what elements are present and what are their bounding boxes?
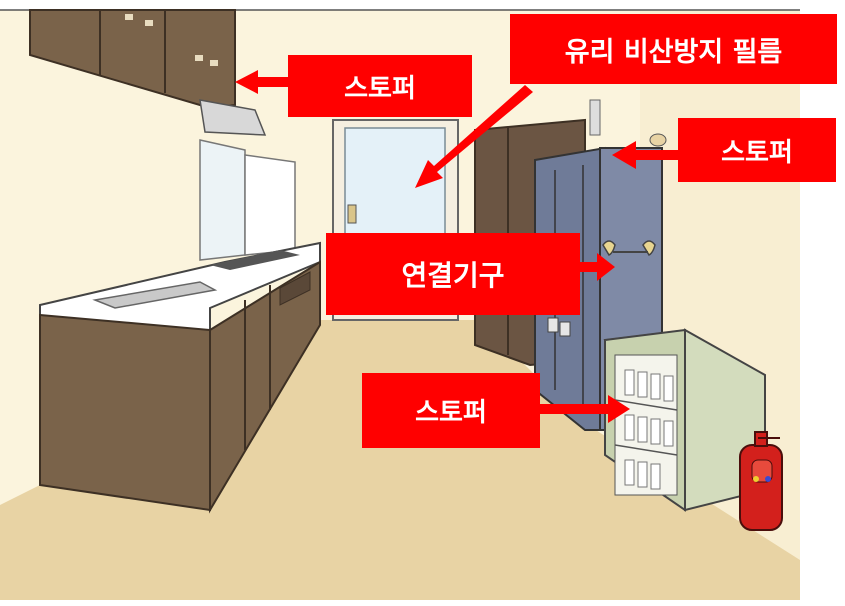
shelf-unit: [603, 328, 766, 512]
label-stopper-fridge: 스토퍼: [678, 118, 836, 182]
kitchen-counter: [39, 241, 321, 514]
connector-fittings: [602, 240, 656, 256]
upper-cabinet: [29, 9, 267, 136]
label-stopper-shelf: 스토퍼: [362, 373, 540, 448]
label-connector: 연결기구: [326, 233, 580, 315]
floor: [0, 320, 800, 600]
backsplash: [199, 139, 246, 261]
fire-extinguisher: [739, 431, 783, 531]
arrow-to-shelf: [540, 395, 630, 423]
arrow-to-cabinet: [235, 70, 290, 94]
arrow-to-film: [415, 85, 533, 188]
annotation-arrows: [235, 70, 678, 423]
arrow-to-connector: [580, 253, 615, 281]
label-stopper-cabinet: 스토퍼: [288, 55, 472, 117]
label-glass-film: 유리 비산방지 필름: [510, 14, 837, 84]
arrow-to-fridge: [612, 141, 678, 169]
